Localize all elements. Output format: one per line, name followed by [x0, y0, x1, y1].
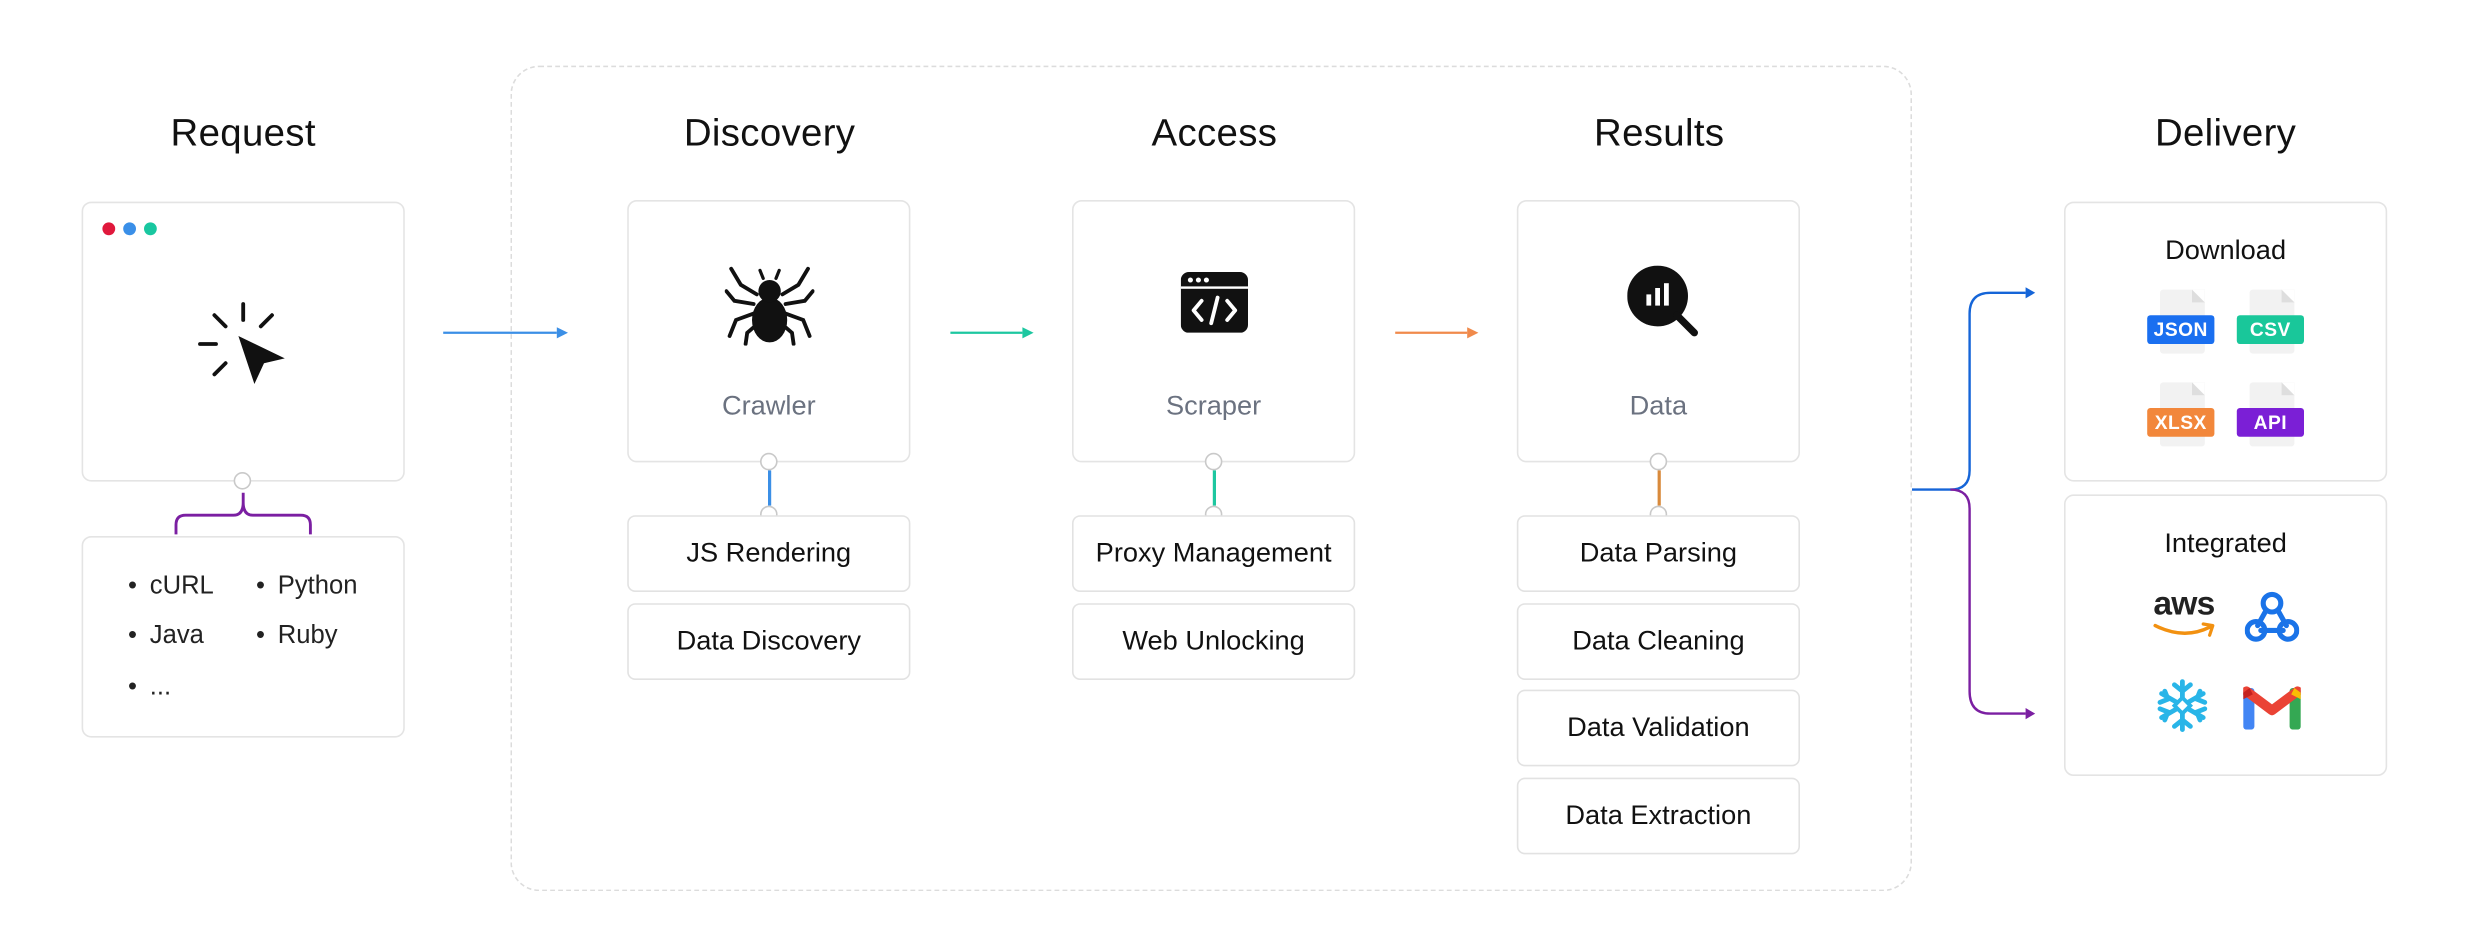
- title-access: Access: [1151, 112, 1278, 156]
- title-request: Request: [170, 112, 316, 156]
- language-item: Java: [128, 622, 204, 651]
- download-title: Download: [2165, 235, 2287, 266]
- title-delivery: Delivery: [2154, 112, 2297, 156]
- data-card: Data: [1516, 200, 1800, 463]
- languages-card: cURL Python Java Ruby ...: [81, 536, 405, 738]
- language-item: ...: [128, 674, 171, 703]
- click-cursor-icon: [198, 302, 285, 384]
- xlsx-file-icon: XLSX: [2147, 382, 2215, 456]
- language-item: Ruby: [256, 622, 338, 651]
- item-data-discovery: Data Discovery: [627, 603, 911, 680]
- crawler-label: Crawler: [721, 390, 816, 421]
- integrated-card: Integrated aws: [2064, 494, 2388, 776]
- item-data-parsing: Data Parsing: [1516, 515, 1800, 592]
- format-label: CSV: [2236, 315, 2304, 344]
- delivery-fork-connector: [1912, 287, 2036, 720]
- arrow-access-to-results: [1395, 327, 1479, 339]
- request-brace: [174, 492, 312, 535]
- webhook-icon: [2244, 591, 2300, 642]
- processing-frame: [510, 65, 1912, 892]
- scraper-label: Scraper: [1165, 390, 1262, 421]
- item-proxy-management: Proxy Management: [1072, 515, 1356, 592]
- connector-dot: [1649, 452, 1668, 471]
- request-window-card: [81, 201, 405, 482]
- item-data-extraction: Data Extraction: [1516, 777, 1800, 855]
- window-dot-red-icon: [102, 222, 116, 236]
- connector-dot: [1204, 452, 1223, 471]
- language-item: cURL: [128, 573, 214, 602]
- crawler-card: Crawler: [627, 200, 911, 463]
- download-card: Download JSON CSV XLSX API: [2064, 201, 2388, 482]
- integrated-title: Integrated: [2164, 528, 2287, 559]
- csv-file-icon: CSV: [2236, 289, 2304, 364]
- connector-line-blue: [768, 470, 772, 506]
- code-window-icon: [1180, 272, 1248, 333]
- scraper-card: Scraper: [1072, 200, 1356, 463]
- spider-icon: [724, 266, 815, 346]
- request-connector-dot: [233, 472, 252, 490]
- aws-logo-icon: aws: [2149, 587, 2219, 643]
- data-label: Data: [1629, 390, 1688, 421]
- connector-dot: [760, 452, 778, 471]
- language-item: Python: [256, 573, 358, 602]
- title-discovery: Discovery: [683, 112, 856, 156]
- connector-line-teal: [1212, 470, 1216, 506]
- window-dot-blue-icon: [123, 222, 136, 236]
- arrow-discovery-to-access: [950, 327, 1034, 339]
- item-data-validation: Data Validation: [1516, 689, 1800, 767]
- connector-line-orange: [1657, 470, 1661, 506]
- snowflake-icon: [2157, 679, 2208, 733]
- json-file-icon: JSON: [2147, 289, 2215, 364]
- gmail-icon: [2243, 686, 2301, 730]
- window-dot-green-icon: [144, 222, 157, 236]
- item-js-rendering: JS Rendering: [627, 515, 911, 592]
- item-web-unlocking: Web Unlocking: [1072, 603, 1356, 680]
- api-file-icon: API: [2236, 382, 2304, 456]
- arrow-request-to-discovery: [443, 327, 568, 339]
- format-label: API: [2236, 408, 2304, 437]
- data-search-icon: [1627, 265, 1699, 337]
- title-results: Results: [1594, 112, 1725, 156]
- format-label: XLSX: [2147, 408, 2215, 437]
- format-label: JSON: [2147, 315, 2215, 344]
- item-data-cleaning: Data Cleaning: [1516, 603, 1800, 680]
